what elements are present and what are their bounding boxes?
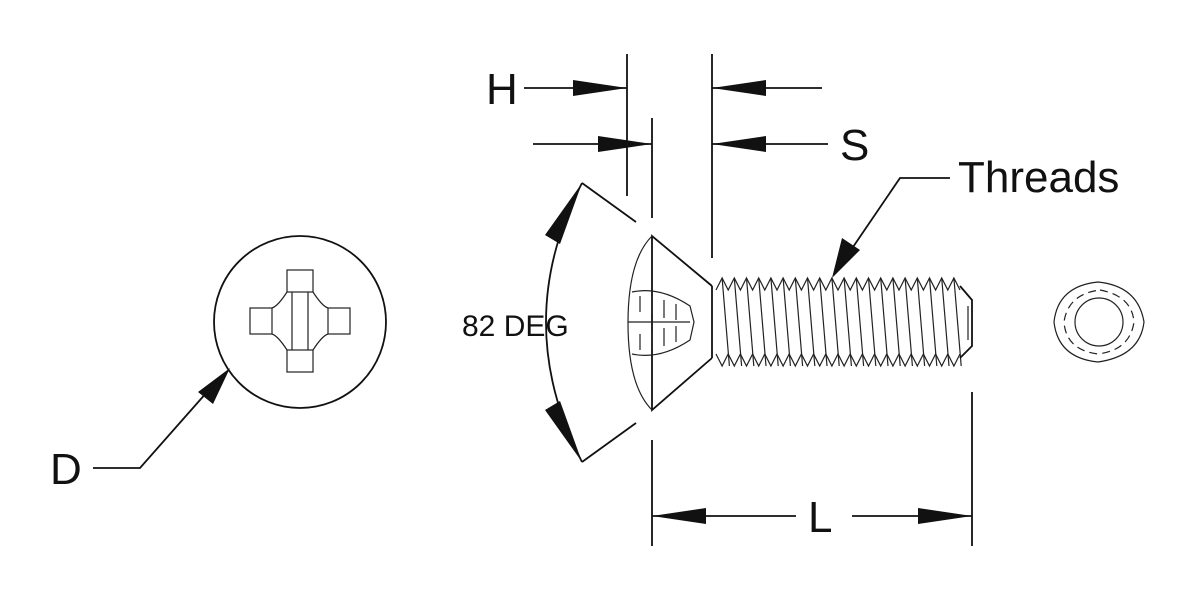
head-height-dimension: H [486, 54, 653, 218]
threads-callout: Threads [832, 153, 1119, 278]
diameter-dimension: D [50, 368, 230, 494]
label-d: D [50, 445, 82, 494]
length-dimension: L [651, 392, 973, 546]
label-threads: Threads [958, 153, 1119, 202]
phillips-recess-icon [249, 269, 351, 373]
head-outline-circle [213, 235, 387, 409]
head-recess-icon [628, 290, 695, 356]
label-h: H [486, 65, 518, 114]
shoulder-dimension: S [711, 54, 869, 258]
head-top-view [213, 235, 387, 409]
label-l: L [808, 493, 832, 542]
label-angle: 82 DEG [462, 310, 569, 343]
thread-end-view [1053, 281, 1145, 363]
angle-dimension: 82 DEG [462, 182, 637, 463]
screw-side-view [627, 234, 973, 412]
label-s: S [840, 121, 869, 170]
screw-head [651, 234, 713, 412]
threaded-shank [711, 276, 973, 368]
